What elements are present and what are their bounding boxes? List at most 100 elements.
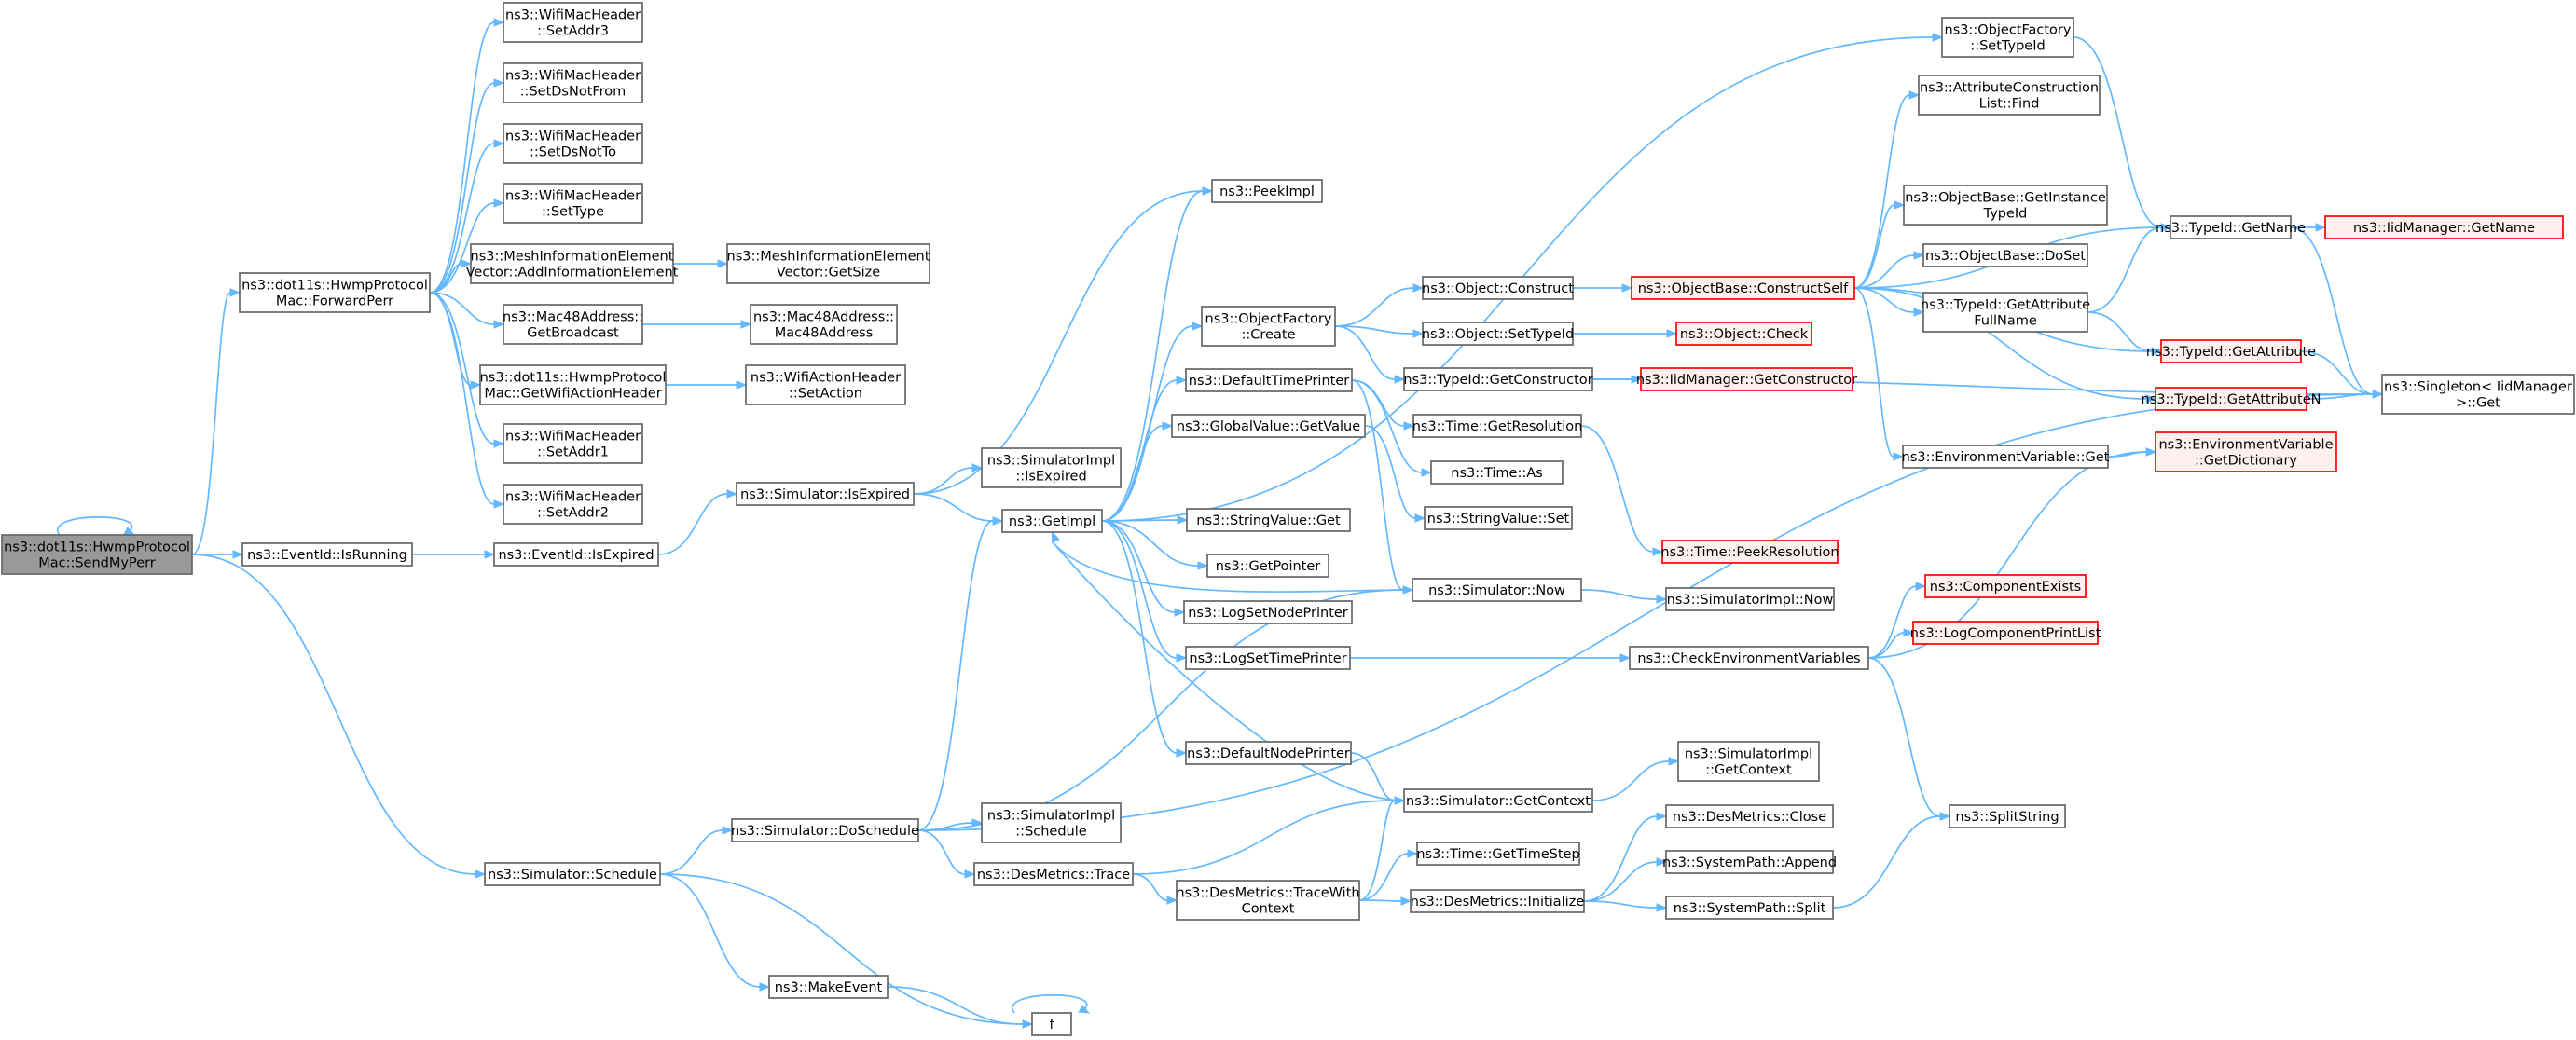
edge-objbasecs-to-obdoset	[1853, 251, 1925, 289]
node-objconstruct[interactable]: ns3::Object::Construct	[1422, 276, 1574, 300]
edge-line	[429, 82, 495, 294]
node-box	[1665, 896, 1834, 920]
node-simnow[interactable]: ns3::Simulator::Now	[1412, 578, 1582, 602]
node-doschedule[interactable]: ns3::Simulator::DoSchedule	[731, 818, 919, 842]
node-compexists[interactable]: ns3::ComponentExists	[1924, 574, 2087, 598]
node-tidgetattr[interactable]: ns3::TypeId::GetAttribute	[2146, 339, 2316, 363]
node-isrunning[interactable]: ns3::EventId::IsRunning	[241, 542, 413, 567]
node-label-line: >::Get	[2456, 396, 2500, 411]
node-desinit[interactable]: ns3::DesMetrics::Initialize	[1410, 889, 1585, 913]
edge-deftimeprinter-to-simnow	[1351, 379, 1414, 595]
node-iexpired[interactable]: ns3::EventId::IsExpired	[493, 542, 659, 567]
node-setaction[interactable]: ns3::WifiActionHeader::SetAction	[745, 364, 906, 405]
node-checkenv[interactable]: ns3::CheckEnvironmentVariables	[1629, 646, 1869, 670]
node-getpointer[interactable]: ns3::GetPointer	[1206, 554, 1329, 578]
edge-line	[917, 393, 2374, 831]
node-gvget[interactable]: ns3::GlobalValue::GetValue	[1171, 414, 1366, 438]
node-simimplnow[interactable]: ns3::SimulatorImpl::Now	[1665, 587, 1835, 611]
node-tidgetname[interactable]: ns3::TypeId::GetName	[2156, 215, 2306, 239]
arrow-head	[1915, 582, 1927, 591]
node-sysappend[interactable]: ns3::SystemPath::Append	[1662, 850, 1837, 874]
node-svget[interactable]: ns3::StringValue::Get	[1186, 508, 1351, 532]
node-label-line: ns3::EventId::IsExpired	[498, 548, 654, 563]
node-timepeekres[interactable]: ns3::Time::PeekResolution	[1660, 540, 1839, 564]
node-objsettypeid[interactable]: ns3::Object::SetTypeId	[1422, 322, 1574, 346]
node-label-line: ns3::SimulatorImpl	[1685, 747, 1812, 762]
node-logsettime[interactable]: ns3::LogSetTimePrinter	[1185, 646, 1351, 670]
node-ofcreate[interactable]: ns3::ObjectFactory::Create	[1201, 306, 1336, 347]
node-splitstring[interactable]: ns3::SplitString	[1949, 804, 2066, 828]
node-makeevent[interactable]: ns3::MakeEvent	[768, 975, 889, 999]
node-svset[interactable]: ns3::StringValue::Set	[1424, 506, 1573, 530]
node-box	[1903, 185, 2108, 226]
edge-tidgetattrn-to-singletonget	[2306, 390, 2384, 400]
node-label-line: ns3::SimulatorImpl	[987, 809, 1115, 824]
node-label-line: ns3::dot11s::HwmpProtocol	[4, 541, 190, 555]
node-label-line: ns3::ComponentExists	[1930, 580, 2082, 595]
node-iidgetctor[interactable]: ns3::IidManager::GetConstructor	[1636, 367, 1857, 391]
node-syssplit[interactable]: ns3::SystemPath::Split	[1665, 896, 1834, 920]
node-simisexpired[interactable]: ns3::Simulator::IsExpired	[736, 482, 915, 506]
node-box	[1, 534, 193, 575]
node-getwifiaction[interactable]: ns3::dot11s::HwmpProtocolMac::GetWifiAct…	[479, 364, 667, 405]
node-mac48ctor[interactable]: ns3::Mac48Address::Mac48Address	[750, 304, 898, 345]
arrow-head	[1894, 200, 1906, 210]
node-envgetdict[interactable]: ns3::EnvironmentVariable::GetDictionary	[2155, 431, 2337, 472]
node-schedule[interactable]: ns3::Simulator::Schedule	[484, 862, 661, 886]
node-forwardperr[interactable]: ns3::dot11s::HwmpProtocolMac::ForwardPer…	[239, 272, 431, 313]
node-envget[interactable]: ns3::EnvironmentVariable::Get	[1902, 445, 2110, 469]
node-iidgetname[interactable]: ns3::IidManager::GetName	[2324, 215, 2564, 239]
node-setaddr3[interactable]: ns3::WifiMacHeader::SetAddr3	[503, 2, 643, 43]
edge-line	[913, 493, 994, 522]
node-desclose[interactable]: ns3::DesMetrics::Close	[1665, 804, 1834, 828]
node-simimplschedule[interactable]: ns3::SimulatorImpl::Schedule	[981, 802, 1122, 843]
node-label-line: ns3::Simulator::Schedule	[488, 868, 657, 883]
node-tidgetattrn[interactable]: ns3::TypeId::GetAttributeN	[2141, 387, 2321, 411]
node-simimplgetctx[interactable]: ns3::SimulatorImpl::GetContext	[1677, 741, 1820, 782]
node-simimplisexpired[interactable]: ns3::SimulatorImpl::IsExpired	[981, 447, 1122, 488]
node-simgetctx[interactable]: ns3::Simulator::GetContext	[1403, 788, 1593, 813]
node-setdsnotto[interactable]: ns3::WifiMacHeader::SetDsNotTo	[503, 123, 643, 164]
node-obdoset[interactable]: ns3::ObjectBase::DoSet	[1922, 243, 2088, 267]
node-label-line: ns3::LogSetTimePrinter	[1189, 651, 1346, 666]
node-label-line: ns3::CheckEnvironmentVariables	[1637, 651, 1860, 666]
node-singletonget[interactable]: ns3::Singleton< IidManager>::Get	[2381, 374, 2575, 415]
node-peekimpl[interactable]: ns3::PeekImpl	[1211, 179, 1323, 203]
node-setdsnotfrom[interactable]: ns3::WifiMacHeader::SetDsNotFrom	[503, 62, 643, 103]
node-meshgetsize[interactable]: ns3::MeshInformationElementVector::GetSi…	[726, 243, 930, 284]
node-destrace[interactable]: ns3::DesMetrics::Trace	[973, 862, 1134, 886]
node-addinfo[interactable]: ns3::MeshInformationElementVector::AddIn…	[466, 243, 679, 284]
node-timegetstep[interactable]: ns3::Time::GetTimeStep	[1416, 842, 1580, 866]
node-logsetnode[interactable]: ns3::LogSetNodePrinter	[1183, 600, 1353, 624]
node-objbasecs[interactable]: ns3::ObjectBase::ConstructSelf	[1631, 276, 1855, 300]
node-tidgetctor[interactable]: ns3::TypeId::GetConstructor	[1403, 367, 1593, 391]
node-logcompprint[interactable]: ns3::LogComponentPrintList	[1910, 621, 2101, 645]
node-timegetres[interactable]: ns3::Time::GetResolution	[1412, 414, 1583, 438]
node-defnodeprinter[interactable]: ns3::DefaultNodePrinter	[1185, 741, 1352, 765]
node-getimpl[interactable]: ns3::GetImpl	[1001, 509, 1103, 533]
edge-schedule-to-f	[659, 873, 1034, 1029]
node-label-line: ns3::dot11s::HwmpProtocol	[241, 279, 428, 294]
arrow-head	[1619, 653, 1632, 663]
node-ofsettypeid[interactable]: ns3::ObjectFactory::SetTypeId	[1941, 17, 2074, 58]
node-setaddr1[interactable]: ns3::WifiMacHeader::SetAddr1	[503, 423, 643, 464]
node-f[interactable]: f	[1031, 1012, 1072, 1036]
edge-line	[2306, 393, 2374, 400]
node-settype[interactable]: ns3::WifiMacHeader::SetType	[503, 183, 643, 224]
edge-line	[1358, 853, 1409, 901]
arrow-head	[2160, 223, 2172, 232]
node-getbroadcast[interactable]: ns3::Mac48Address::GetBroadcast	[503, 304, 643, 345]
node-deftimeprinter[interactable]: ns3::DefaultTimePrinter	[1185, 368, 1353, 392]
edge-objconstruct-to-objbasecs	[1573, 283, 1633, 293]
node-setaddr2[interactable]: ns3::WifiMacHeader::SetAddr2	[503, 484, 643, 525]
edge-line	[429, 292, 495, 445]
node-label-line: Vector::AddInformationElement	[466, 266, 679, 281]
edge-getimpl-to-peekimpl	[1101, 186, 1214, 522]
node-objcheck[interactable]: ns3::Object::Check	[1675, 322, 1812, 346]
node-timeas[interactable]: ns3::Time::As	[1430, 460, 1564, 485]
